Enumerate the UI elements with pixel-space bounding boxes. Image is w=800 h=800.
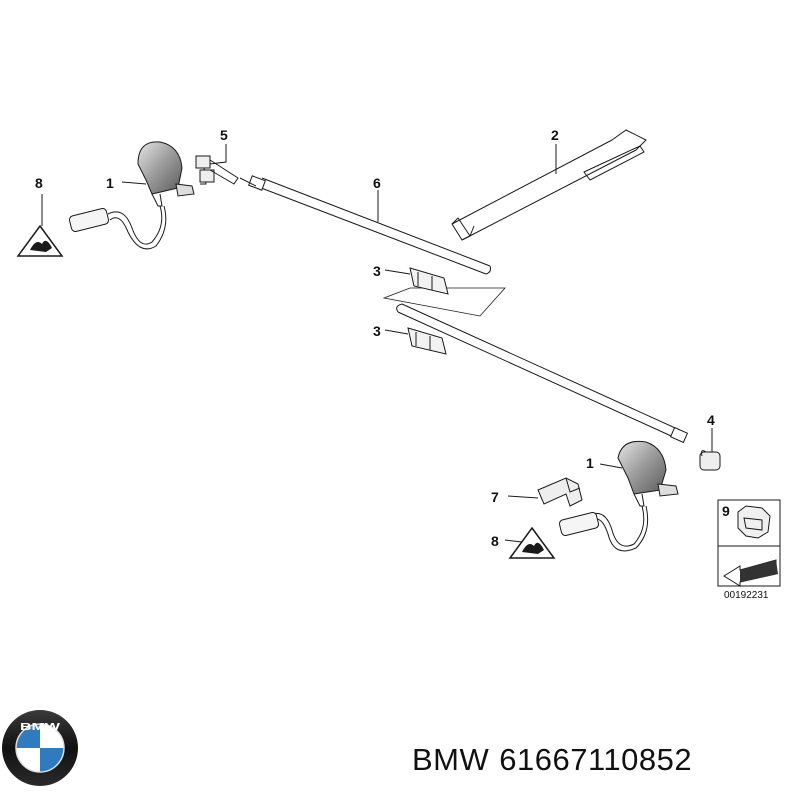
callout-4: 4 bbox=[707, 412, 715, 428]
callout-3-upper: 3 bbox=[373, 263, 381, 279]
leader-lines bbox=[41, 144, 713, 543]
callout-8-lower: 8 bbox=[491, 533, 499, 549]
inset-panel bbox=[717, 499, 781, 587]
washer-nozzle-upper bbox=[137, 141, 195, 207]
wiper-rail bbox=[451, 129, 647, 241]
clip-upper bbox=[409, 267, 449, 295]
hose-main bbox=[248, 175, 491, 275]
reference-code: 00192231 bbox=[724, 590, 769, 601]
hose-lower bbox=[396, 303, 689, 444]
callout-1-upper: 1 bbox=[106, 175, 114, 191]
washer-nozzle-lower bbox=[617, 440, 679, 507]
callout-9: 9 bbox=[722, 503, 730, 519]
part-number: 61667110852 bbox=[499, 742, 693, 777]
callout-8-upper: 8 bbox=[35, 175, 43, 191]
warning-triangle-upper bbox=[16, 224, 64, 257]
warning-triangle-lower bbox=[508, 526, 556, 559]
callout-5: 5 bbox=[220, 127, 228, 143]
t-connector bbox=[195, 155, 257, 187]
callout-3-lower: 3 bbox=[373, 323, 381, 339]
logo-lettering: BMW bbox=[20, 722, 61, 733]
callout-1-lower: 1 bbox=[586, 455, 594, 471]
callout-2: 2 bbox=[551, 127, 559, 143]
holder-clip bbox=[537, 477, 583, 507]
wire-upper bbox=[68, 205, 167, 250]
elbow-connector bbox=[699, 450, 721, 471]
callout-7: 7 bbox=[491, 489, 499, 505]
wire-lower bbox=[558, 505, 649, 552]
section-break-frame bbox=[382, 287, 506, 317]
part-label: BMW 61667110852 bbox=[412, 742, 702, 778]
brand-name: BMW bbox=[412, 742, 490, 777]
callout-6: 6 bbox=[373, 175, 381, 191]
clip-lower bbox=[407, 327, 447, 355]
bmw-logo: BMW bbox=[2, 710, 78, 786]
